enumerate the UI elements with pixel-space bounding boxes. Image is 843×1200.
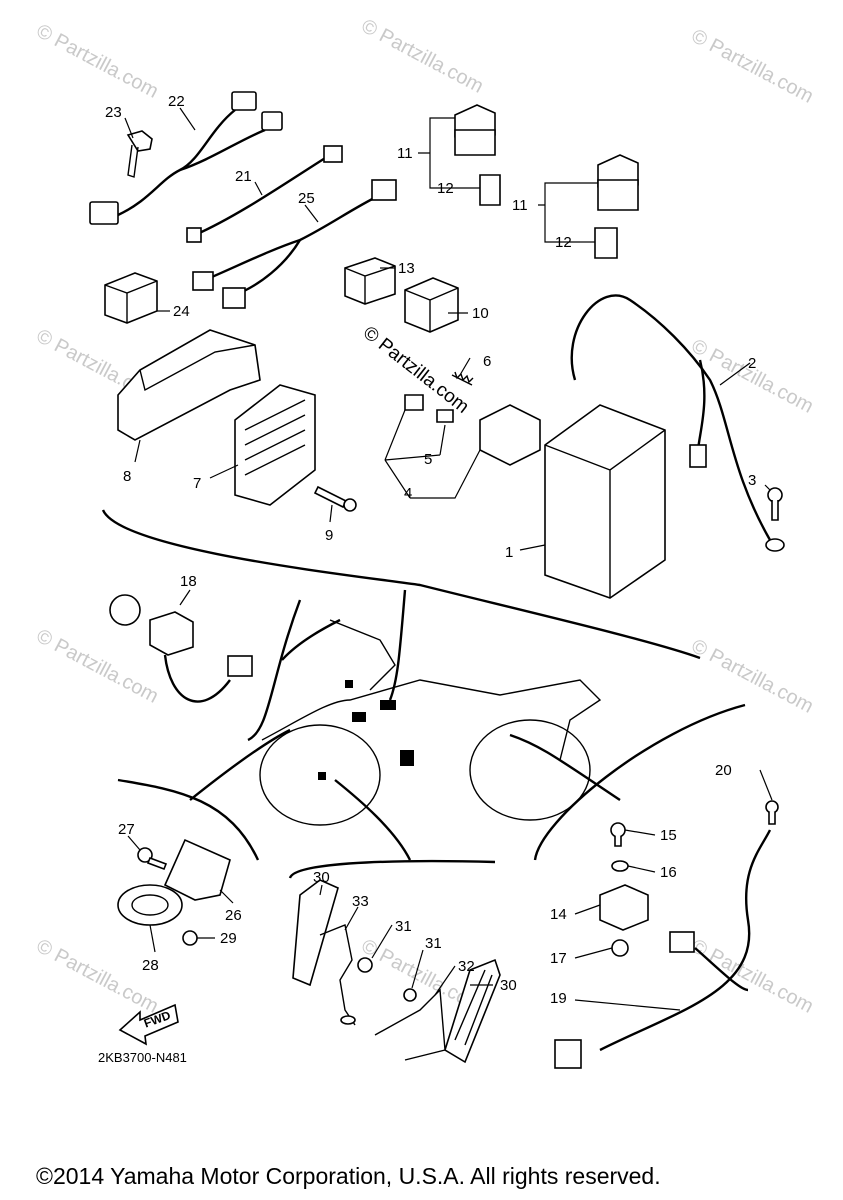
callout-5: 5 bbox=[424, 451, 432, 468]
callout-21: 21 bbox=[235, 168, 252, 185]
callout-26: 26 bbox=[225, 907, 242, 924]
callout-3: 3 bbox=[748, 472, 756, 489]
callout-12-upper: 12 bbox=[437, 180, 454, 197]
diagram-code: 2KB3700-N481 bbox=[98, 1050, 187, 1065]
callout-4: 4 bbox=[404, 485, 412, 502]
watermarks: © Partzilla.com © Partzilla.com © Partzi… bbox=[33, 15, 817, 1018]
vehicle-outline bbox=[259, 619, 602, 826]
callout-17: 17 bbox=[550, 950, 567, 967]
callout-27: 27 bbox=[118, 821, 135, 838]
watermark: © Partzilla.com bbox=[688, 635, 817, 718]
callout-20: 20 bbox=[715, 762, 732, 779]
callout-22: 22 bbox=[168, 93, 185, 110]
part-17-nut bbox=[611, 939, 629, 957]
part-28-horn bbox=[117, 884, 183, 926]
watermark: © Partzilla.com bbox=[358, 15, 487, 98]
callout-11-upper: 11 bbox=[397, 145, 413, 162]
part-20-bolt bbox=[765, 800, 779, 825]
part-6-spring bbox=[451, 371, 474, 386]
callout-33: 33 bbox=[352, 893, 369, 910]
section-dividers bbox=[101, 509, 746, 879]
part-18-dc-socket bbox=[109, 594, 253, 703]
callout-9: 9 bbox=[325, 527, 333, 544]
part-2-battery-cable bbox=[570, 294, 785, 552]
callout-7: 7 bbox=[193, 475, 201, 492]
part-29-nut bbox=[182, 930, 198, 946]
part-25-sub-lead bbox=[192, 179, 397, 309]
part-21-lead-wire bbox=[186, 145, 343, 243]
part-19-lead bbox=[554, 829, 772, 1069]
callout-29: 29 bbox=[220, 930, 237, 947]
callout-16: 16 bbox=[660, 864, 677, 881]
part-3-bolt bbox=[767, 487, 783, 521]
part-12-relay-coupler-upper bbox=[479, 174, 501, 206]
callout-11-lower: 11 bbox=[512, 197, 528, 214]
part-31-nut-upper bbox=[357, 957, 373, 973]
callout-32: 32 bbox=[458, 958, 475, 975]
part-10-flasher-relay bbox=[404, 277, 459, 333]
callout-30-right: 30 bbox=[500, 977, 517, 994]
part-26-bracket bbox=[163, 838, 231, 901]
callout-31-upper: 31 bbox=[395, 918, 412, 935]
part-30-footrest-left bbox=[292, 879, 339, 987]
watermark: © Partzilla.com bbox=[688, 25, 817, 108]
callout-12-lower: 12 bbox=[555, 234, 572, 251]
part-12-relay-coupler-lower bbox=[594, 227, 618, 259]
leader-lines bbox=[124, 107, 773, 1011]
part-23-wire-tie bbox=[126, 130, 153, 178]
callout-18: 18 bbox=[180, 573, 197, 590]
forward-arrow: FWD bbox=[118, 1003, 179, 1046]
part-22-sub-wire-harness bbox=[89, 91, 283, 225]
callout-31-lower: 31 bbox=[425, 935, 442, 952]
watermark: © Partzilla.com bbox=[33, 935, 162, 1018]
callout-24: 24 bbox=[173, 303, 190, 320]
part-14-sensor bbox=[599, 884, 649, 931]
part-1-battery-box bbox=[544, 404, 666, 599]
part-9-bolt bbox=[313, 485, 357, 512]
callout-30-left: 30 bbox=[313, 869, 330, 886]
part-24-relay bbox=[104, 272, 158, 324]
part-15-screw bbox=[610, 822, 626, 847]
watermark: © Partzilla.com bbox=[688, 935, 817, 1018]
part-7-rectifier-regulator bbox=[234, 384, 316, 506]
callout-1: 1 bbox=[505, 544, 513, 561]
watermark: © Partzilla.com bbox=[33, 625, 162, 708]
callout-15: 15 bbox=[660, 827, 677, 844]
callout-23: 23 bbox=[105, 104, 122, 121]
callout-labels: 1 2 3 4 5 6 7 8 9 10 11 11 12 12 13 14 1… bbox=[105, 93, 756, 1007]
part-32-bracket bbox=[374, 988, 446, 1061]
callout-25: 25 bbox=[298, 190, 315, 207]
part-33-bracket bbox=[319, 924, 356, 1026]
callout-13: 13 bbox=[398, 260, 415, 277]
callout-2: 2 bbox=[748, 355, 756, 372]
part-27-bolt bbox=[137, 847, 168, 871]
copyright-notice: ©2014 Yamaha Motor Corporation, U.S.A. A… bbox=[36, 1163, 661, 1189]
callout-8: 8 bbox=[123, 468, 131, 485]
part-30-footrest-right bbox=[444, 958, 501, 1064]
part-8-cover bbox=[117, 329, 261, 441]
part-4-starter-relay bbox=[404, 394, 541, 466]
part-31-nut-lower bbox=[403, 988, 417, 1002]
callout-28: 28 bbox=[142, 957, 159, 974]
part-11-relay-upper bbox=[454, 104, 496, 156]
callout-19: 19 bbox=[550, 990, 567, 1007]
callout-10: 10 bbox=[472, 305, 489, 322]
callout-6: 6 bbox=[483, 353, 491, 370]
part-16-washer bbox=[611, 860, 629, 872]
watermark: © Partzilla.com bbox=[33, 20, 162, 103]
callout-14: 14 bbox=[550, 906, 567, 923]
part-11-relay-lower bbox=[597, 154, 639, 211]
part-13-relay bbox=[344, 257, 396, 305]
